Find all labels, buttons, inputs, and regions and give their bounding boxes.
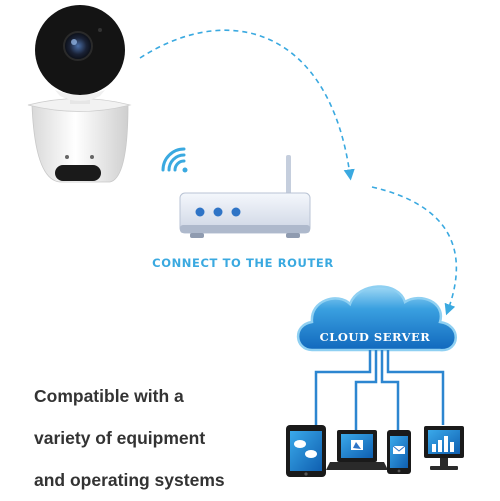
arrow-camera-to-router xyxy=(139,29,355,181)
tablet-icon xyxy=(286,425,326,477)
compatibility-caption: Compatible with a variety of equipment a… xyxy=(34,375,274,501)
laptop-icon xyxy=(326,430,388,470)
ip-camera-icon xyxy=(27,5,132,183)
caption-line-3: and operating systems xyxy=(34,470,225,490)
wifi-icon xyxy=(161,147,188,173)
caption-line-1: Compatible with a xyxy=(34,386,184,406)
cloud-icon xyxy=(296,285,457,352)
smartphone-icon xyxy=(387,430,411,474)
network-lines xyxy=(314,350,445,430)
arrow-router-to-cloud xyxy=(371,186,457,316)
monitor-icon xyxy=(424,426,464,470)
router-label: CONNECT TO THE ROUTER xyxy=(152,256,334,270)
caption-line-2: variety of equipment xyxy=(34,428,206,448)
router-icon xyxy=(179,155,311,238)
cloud-server-label: CLOUD SERVER xyxy=(319,330,431,344)
